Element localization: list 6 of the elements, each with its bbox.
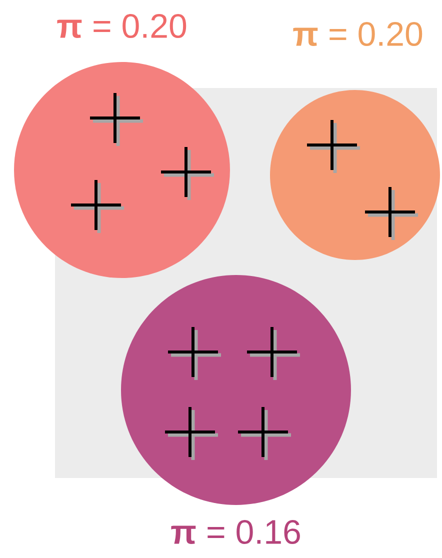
circle bbox=[14, 62, 230, 278]
probability-label: π = 0.16 bbox=[171, 520, 300, 544]
probability-label: π = 0.20 bbox=[57, 14, 186, 38]
circle bbox=[121, 275, 351, 505]
probability-label: π = 0.20 bbox=[293, 22, 422, 46]
circle bbox=[270, 90, 440, 260]
